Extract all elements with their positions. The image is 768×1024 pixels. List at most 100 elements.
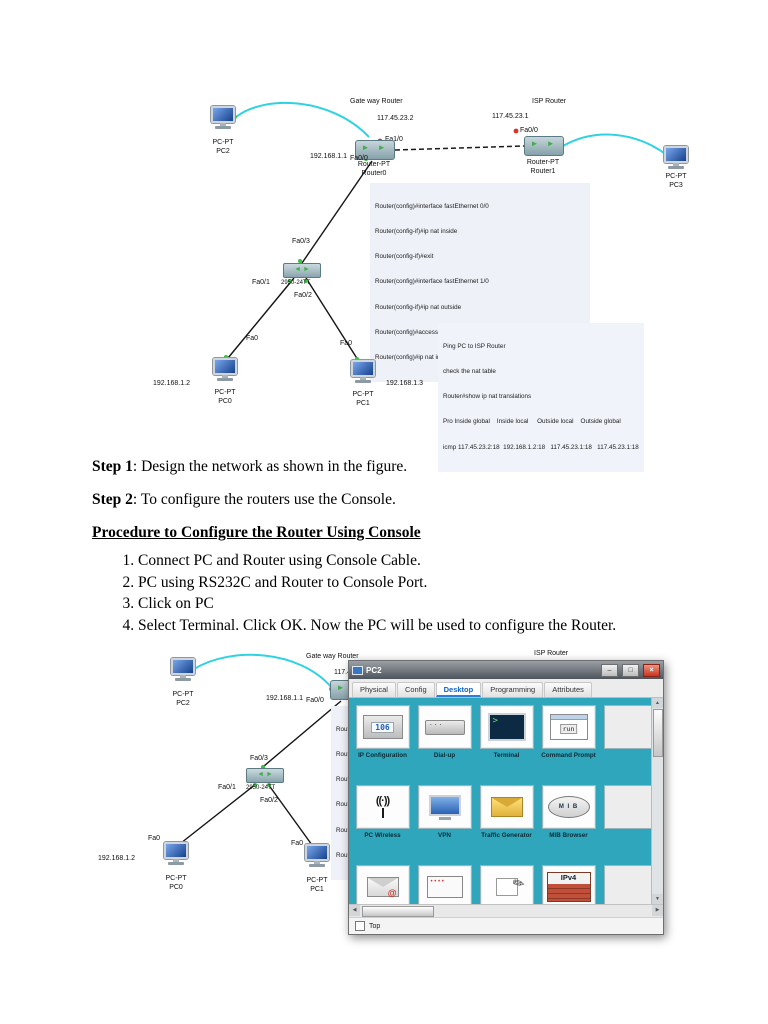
nat-output: Ping PC to ISP Router check the nat tabl… xyxy=(438,323,644,472)
router0-model-label: Router-PT xyxy=(357,161,391,168)
router-icon xyxy=(355,140,395,160)
pc1-ip-label: 192.168.1.3 xyxy=(386,380,423,387)
desktop-item-partial[interactable] xyxy=(600,780,661,860)
minimize-button[interactable] xyxy=(601,663,618,677)
step1-label: Step 1 xyxy=(92,458,133,475)
pc-icon xyxy=(163,842,189,866)
close-button[interactable] xyxy=(643,663,660,677)
desktop-item-vpn[interactable]: VPN xyxy=(414,780,475,860)
desktop-item-label: Terminal xyxy=(493,752,520,759)
desktop-item-ip-configuration[interactable]: 106 IP Configuration xyxy=(352,700,413,780)
desktop-item-traffic-generator[interactable]: Traffic Generator xyxy=(476,780,537,860)
nat-line: Ping PC to ISP Router xyxy=(443,342,506,350)
desktop-item-pc-wireless[interactable]: PC Wireless xyxy=(352,780,413,860)
step2-paragraph: Step 2: To configure the routers use the… xyxy=(92,491,396,509)
switch0-node[interactable] xyxy=(283,263,321,278)
pc3-model-label: PC-PT xyxy=(665,173,687,180)
at-sign: @ xyxy=(387,888,397,898)
desktop-area: 106 IP Configuration Dial-up > Terminal … xyxy=(349,698,663,904)
pc-icon xyxy=(170,658,196,682)
text-editor-icon xyxy=(479,865,534,904)
cable-switch-pc1 xyxy=(305,277,359,361)
tab-config[interactable]: Config xyxy=(396,682,435,697)
desktop-item-partial[interactable] xyxy=(600,860,661,904)
ip-config-display: 106 xyxy=(371,721,394,733)
dialog-footer: Top xyxy=(349,917,663,934)
pc0-ip-label: 192.168.1.2 xyxy=(153,380,190,387)
pc2-name-label-fig2: PC2 xyxy=(176,700,190,707)
scroll-left-arrow[interactable]: ◀ xyxy=(349,905,360,916)
maximize-button[interactable] xyxy=(622,663,639,677)
isp-wan-ip-label: 117.45.23.1 xyxy=(492,113,529,120)
ip-configuration-icon: 106 xyxy=(355,705,410,749)
pc1-node[interactable] xyxy=(350,360,376,384)
switch-port2-label-fig2: Fa0/2 xyxy=(260,797,278,804)
vertical-scroll-thumb[interactable] xyxy=(653,709,663,757)
pc-icon xyxy=(350,360,376,384)
tab-desktop[interactable]: Desktop xyxy=(435,682,482,697)
cable-router0-switch-fig2 xyxy=(263,700,342,767)
pc2-name-label: PC2 xyxy=(216,148,230,155)
tab-physical[interactable]: Physical xyxy=(352,682,396,697)
scroll-up-arrow[interactable]: ▲ xyxy=(652,698,663,708)
nat-line: Router#show ip nat translations xyxy=(443,393,532,401)
config-line: Router(config-if)#ip nat outside xyxy=(375,303,462,311)
link-status-dot xyxy=(253,783,257,787)
cable-switch-pc0 xyxy=(227,277,295,359)
desktop-item-email[interactable]: @ xyxy=(352,860,413,904)
router0-name-label: Router0 xyxy=(361,170,387,177)
step1-text: : Design the network as shown in the fig… xyxy=(132,458,408,475)
cable-switch-pc0-fig2 xyxy=(180,783,257,844)
pc2-node-fig2[interactable] xyxy=(170,658,196,682)
desktop-item-firewall[interactable]: IPv4 xyxy=(538,860,599,904)
pc0-name-label: PC0 xyxy=(218,398,232,405)
pc0-node-fig2[interactable] xyxy=(163,842,189,866)
cable-pc2-router0-fig2 xyxy=(193,653,333,689)
tab-programming[interactable]: Programming xyxy=(482,682,544,697)
gw-lan-ip-label-fig2: 192.168.1.1 xyxy=(266,695,303,702)
pc0-node[interactable] xyxy=(212,358,238,382)
scroll-down-arrow[interactable]: ▼ xyxy=(652,894,663,904)
desktop-item-pppoe-dialer[interactable] xyxy=(414,860,475,904)
link-status-dot xyxy=(267,783,271,787)
procedure-list: Connect PC and Router using Console Cabl… xyxy=(92,552,616,638)
desktop-item-text-editor[interactable] xyxy=(476,860,537,904)
desktop-item-command-prompt[interactable]: run Command Prompt xyxy=(538,700,599,780)
run-text: run xyxy=(559,723,578,734)
pc2-dialog: PC2 Physical Config Desktop Programming … xyxy=(348,660,664,935)
pc2-node[interactable] xyxy=(210,106,236,130)
switch-port1-label-fig2: Fa0/1 xyxy=(218,784,236,791)
cable-pc2-router0 xyxy=(235,101,370,138)
dialog-titlebar[interactable]: PC2 xyxy=(349,661,663,679)
pc0-model-label: PC-PT xyxy=(214,389,236,396)
command-prompt-icon: run xyxy=(541,705,596,749)
router0-node[interactable] xyxy=(355,140,395,160)
switch-port1-label: Fa0/1 xyxy=(252,279,270,286)
desktop-item-terminal[interactable]: > Terminal xyxy=(476,700,537,780)
link-status-dot xyxy=(304,279,308,283)
partial-item-icon xyxy=(603,705,658,749)
pc-icon xyxy=(304,844,330,868)
horizontal-scrollbar[interactable]: ◀ ▶ xyxy=(349,904,663,917)
vertical-scrollbar[interactable]: ▲ ▼ xyxy=(651,698,663,904)
desktop-item-partial[interactable] xyxy=(600,700,661,780)
switch-icon xyxy=(246,768,284,783)
dialog-tabbar: Physical Config Desktop Programming Attr… xyxy=(349,679,663,698)
scroll-right-arrow[interactable]: ▶ xyxy=(652,905,663,916)
cable-switch-pc1-fig2 xyxy=(267,783,313,846)
switch-port2-label: Fa0/2 xyxy=(294,292,312,299)
desktop-item-mib-browser[interactable]: M I B MIB Browser xyxy=(538,780,599,860)
config-line: Router(config)#interface fastEthernet 0/… xyxy=(375,202,489,210)
router1-node[interactable] xyxy=(524,136,564,156)
desktop-item-dial-up[interactable]: Dial-up xyxy=(414,700,475,780)
config-line: Router(config-if)#exit xyxy=(375,253,434,261)
tab-attributes[interactable]: Attributes xyxy=(544,682,592,697)
horizontal-scroll-thumb[interactable] xyxy=(362,906,434,917)
terminal-icon: > xyxy=(479,705,534,749)
top-checkbox[interactable] xyxy=(355,921,365,931)
pc0-port-label: Fa0 xyxy=(246,335,259,342)
switch0-node-fig2[interactable] xyxy=(246,768,284,783)
pc1-node-fig2[interactable] xyxy=(304,844,330,868)
pc3-node[interactable] xyxy=(663,146,689,170)
